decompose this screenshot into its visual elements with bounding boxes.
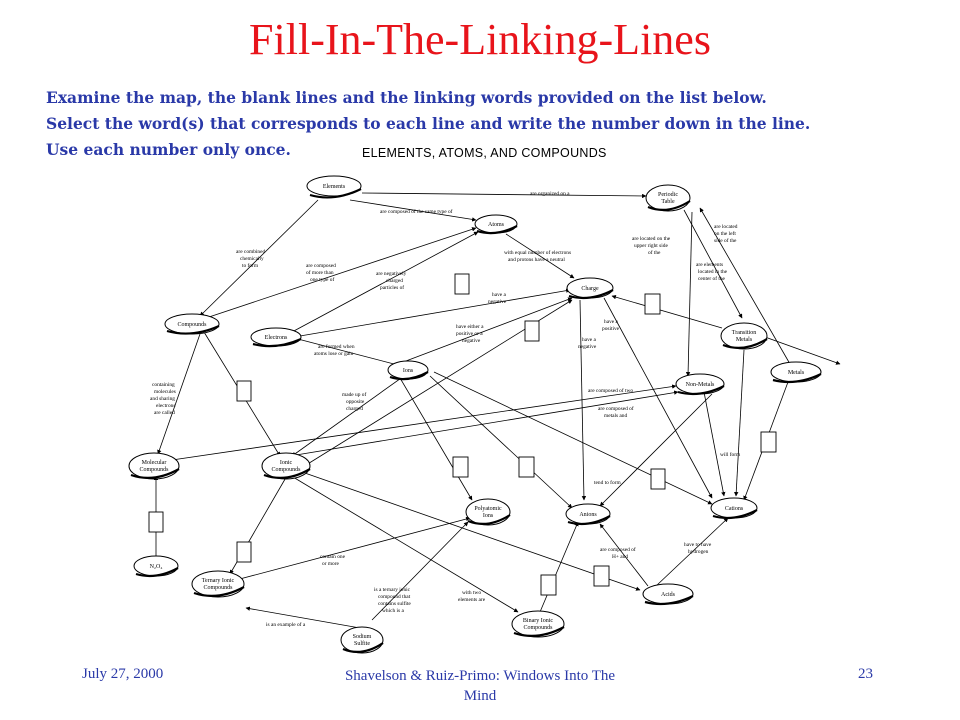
svg-text:Acids: Acids — [661, 592, 676, 598]
footer-date: July 27, 2000 — [82, 666, 164, 682]
svg-text:Ions: Ions — [403, 368, 414, 374]
link-phrase: are organized on a — [530, 191, 570, 197]
svg-text:Elements: Elements — [323, 184, 346, 190]
link-lines — [153, 192, 841, 629]
node-anions: Anions — [565, 503, 611, 526]
node-electrons: Electrons — [250, 327, 302, 348]
blank-box — [452, 456, 469, 478]
svg-text:N₂O₄: N₂O₄ — [150, 564, 163, 570]
svg-text:Cations: Cations — [725, 506, 744, 512]
svg-text:Charge: Charge — [581, 286, 599, 292]
svg-text:Metals: Metals — [788, 370, 805, 376]
node-n2o4: N₂O₄ — [133, 555, 179, 578]
blank-box — [518, 456, 535, 478]
answer-blanks — [148, 273, 777, 596]
instruction-line-3: Use each number only once. — [46, 140, 291, 159]
instruction-line-2: Select the word(s) that corresponds to e… — [46, 114, 811, 133]
node-acids: Acids — [642, 583, 694, 606]
link-phrase: will form — [720, 451, 741, 458]
svg-text:Electrons: Electrons — [265, 335, 288, 341]
node-metals: Metals — [770, 361, 822, 384]
svg-text:Non-Metals: Non-Metals — [686, 382, 715, 388]
link-phrase: tend to form — [594, 479, 621, 486]
blank-box — [644, 293, 661, 315]
instruction-line-1: Examine the map, the blank lines and the… — [46, 88, 767, 107]
blank-box — [454, 273, 470, 295]
blank-box — [524, 320, 540, 342]
link-phrase: is an example of a — [266, 621, 306, 628]
node-cations: Cations — [710, 497, 758, 520]
blank-box — [148, 511, 164, 533]
node-charge: Charge — [566, 277, 614, 300]
link-phrase: are composed of the same type of — [380, 208, 453, 215]
node-non-metals: Non-Metals — [675, 373, 725, 396]
blank-box — [760, 431, 777, 453]
node-ions: Ions — [387, 360, 429, 381]
blank-box — [236, 380, 252, 402]
blank-box — [593, 565, 610, 587]
link-phrase: are composed of two — [588, 387, 633, 394]
slide-title: Fill-In-The-Linking-Lines — [249, 15, 711, 64]
footer-credit: Shavelson & Ruiz-Primo: Windows Into The… — [344, 668, 616, 704]
map-title: ELEMENTS, ATOMS, AND COMPOUNDS — [362, 146, 607, 160]
blank-box — [650, 468, 666, 490]
node-compounds: Compounds — [164, 313, 220, 335]
svg-text:Anions: Anions — [579, 512, 597, 518]
blank-box — [540, 574, 557, 596]
blank-box — [236, 541, 252, 563]
page-number: 23 — [858, 666, 873, 682]
svg-text:Compounds: Compounds — [177, 322, 207, 328]
node-atoms: Atoms — [474, 214, 518, 235]
svg-text:Atoms: Atoms — [488, 222, 505, 228]
node-elements: Elements — [306, 175, 362, 199]
